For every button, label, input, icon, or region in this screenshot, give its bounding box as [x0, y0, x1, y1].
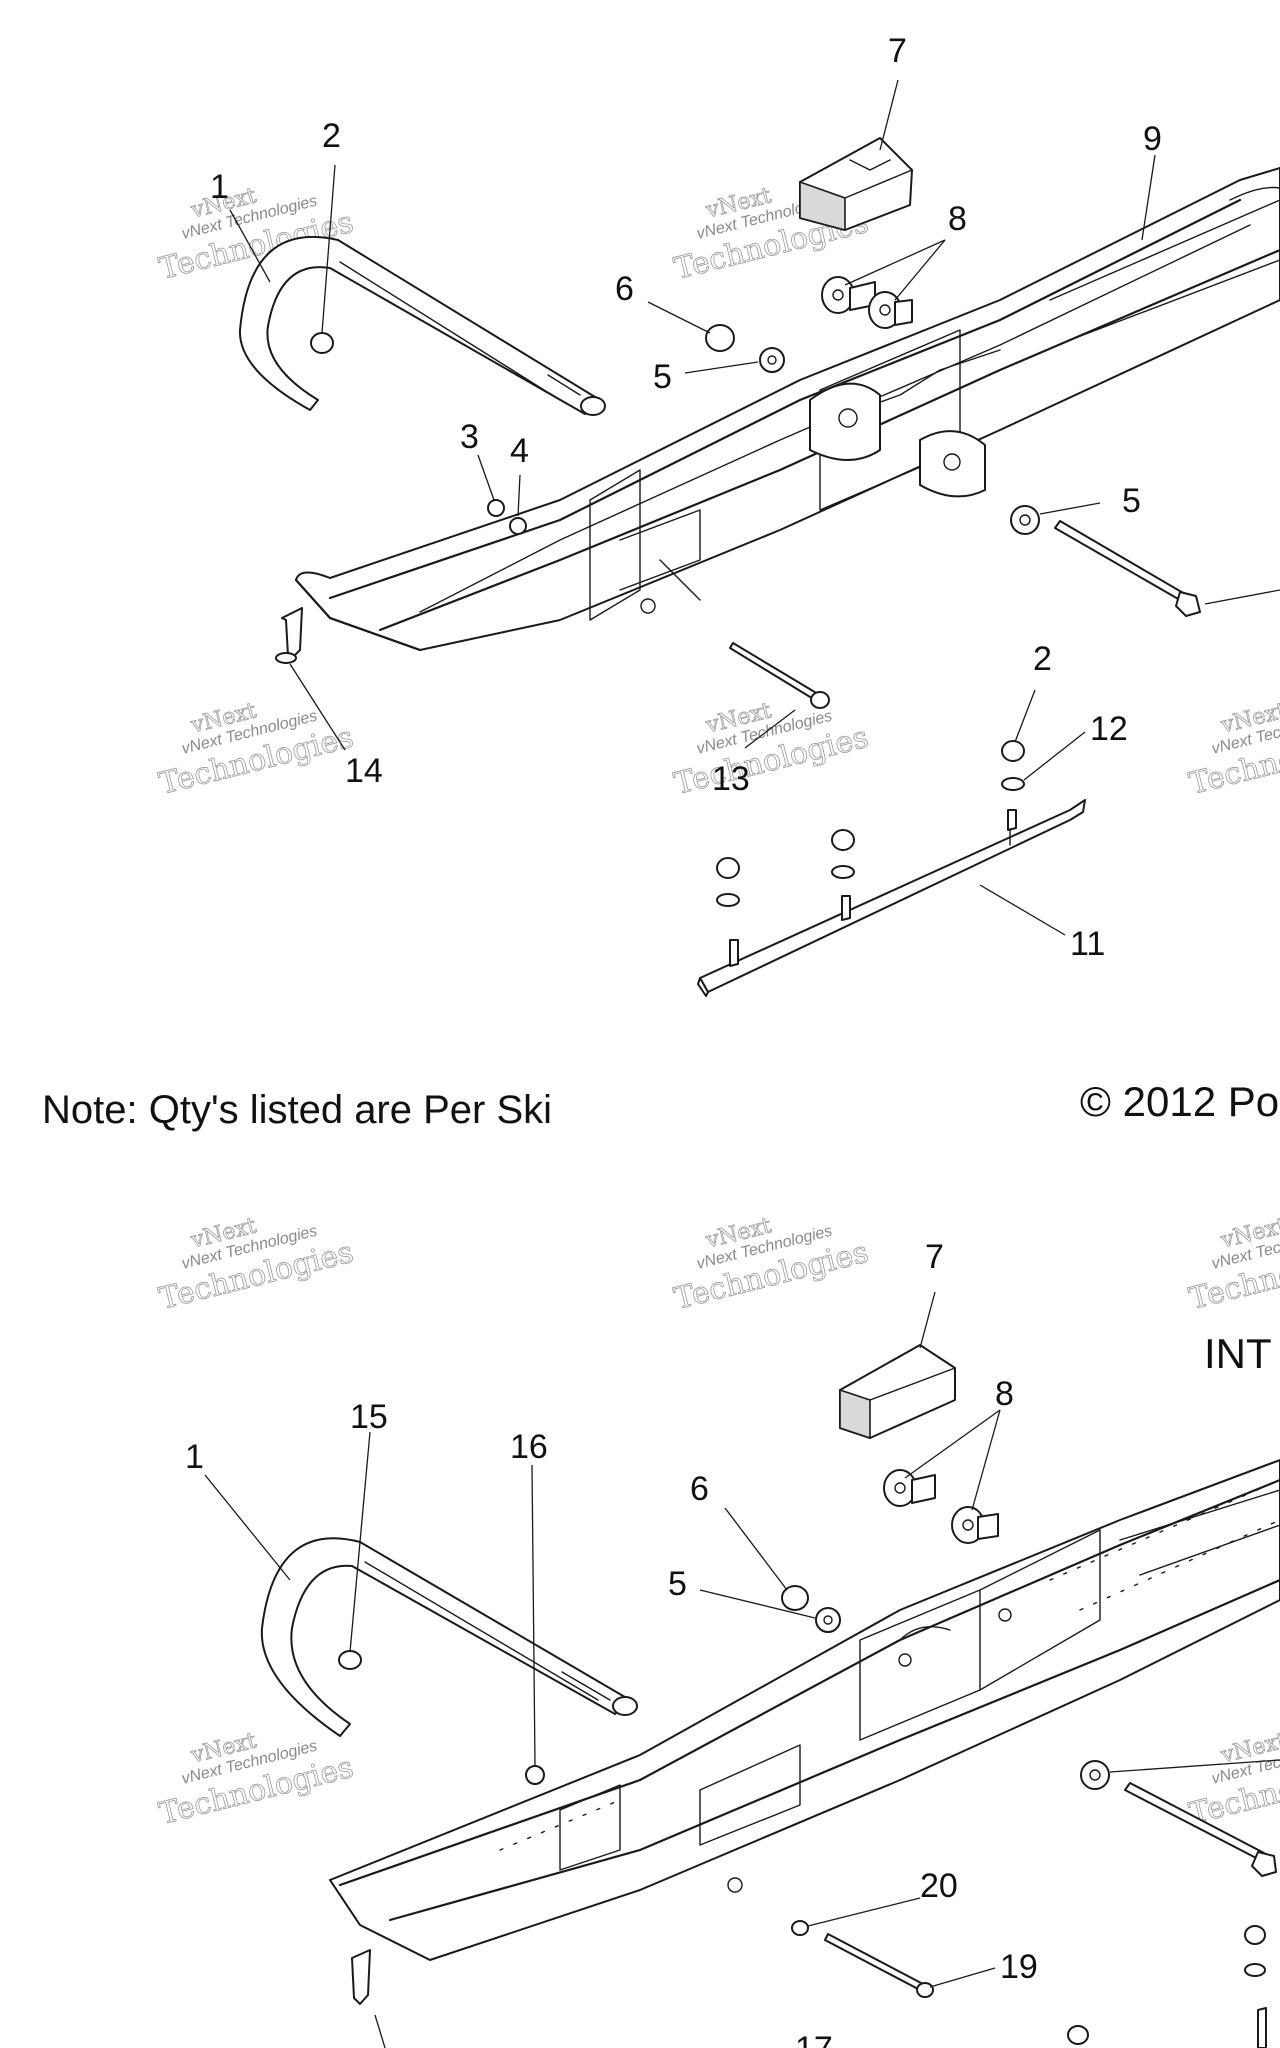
washer-part-12: [1001, 777, 1025, 791]
callout-label: 7: [888, 32, 907, 70]
watermark: vNext vNext Technologies Technologies: [1185, 698, 1280, 802]
callouts-bottom: 7 8 15 16 1 6 5 20 19 17: [185, 1238, 1038, 2048]
callout-label: 13: [712, 760, 750, 798]
washer-part-5b: [1010, 505, 1040, 535]
hardware-bottom: [351, 1585, 1277, 2048]
callout-label: 17: [795, 2030, 833, 2048]
watermark: vNext vNext Technologies Technologies: [670, 698, 872, 802]
watermark: vNext vNext Technologies Technologies: [1185, 1213, 1280, 1317]
callout-label: 8: [995, 1375, 1014, 1413]
washer-part-5: [759, 347, 785, 373]
nut-part-6: [781, 1585, 809, 1611]
callout-label: 5: [653, 358, 672, 396]
copyright-notice: © 2012 Po: [1080, 1078, 1280, 1125]
watermark: vNext vNext Technologies Technologies: [670, 1213, 872, 1317]
watermark: vNext vNext Technologies Technologies: [1185, 1728, 1280, 1832]
leader-lines-top: [229, 79, 1280, 936]
callouts-top: 1 2 7 9 8 6 5 3 4 5 2 12 13 14 11: [210, 32, 1162, 963]
bumper-part-7-top: [799, 137, 913, 232]
callout-label: 15: [350, 1398, 388, 1436]
leader-lines-bottom: [204, 1291, 1280, 2048]
callout-label: 16: [510, 1428, 548, 1466]
bushings-part-8-bottom: [883, 1469, 999, 1544]
callout-label: 9: [1143, 120, 1162, 158]
ski-loop-handle-bottom: [260, 1537, 638, 1737]
callout-label: 6: [615, 270, 634, 308]
watermark: vNext vNext Technologies Technologies: [670, 183, 872, 287]
callout-label: 8: [948, 200, 967, 238]
inset-label: INT: [1204, 1330, 1272, 1377]
nut-part-16: [525, 1765, 545, 1785]
callout-label: 20: [920, 1867, 958, 1905]
ski-loop-handle-top: [238, 235, 606, 416]
screw-part-17: [351, 1949, 371, 2005]
washer-bottom: [1080, 1760, 1110, 1790]
callout-label: 5: [1122, 482, 1141, 520]
bolt-part-10: [1054, 520, 1186, 601]
nut-part-2a: [310, 332, 334, 354]
callout-label: 4: [510, 432, 529, 470]
washer-part-5: [815, 1607, 841, 1633]
callout-label: 12: [1090, 710, 1128, 748]
callout-label: 19: [1000, 1948, 1038, 1986]
bushings-part-8-top: [821, 276, 913, 329]
callout-label: 1: [185, 1438, 204, 1476]
hardware-top: [275, 324, 1201, 791]
screw-part-14: [281, 607, 303, 659]
ski-body-top: [294, 167, 1280, 652]
bolt-part-13: [729, 642, 819, 701]
callout-label: 2: [322, 117, 341, 155]
nut-part-6: [705, 324, 735, 352]
callout-label: 2: [1033, 640, 1052, 678]
callout-label: 5: [668, 1565, 687, 1603]
carbide-runner-part-11: [697, 799, 1086, 997]
nut-part-3: [487, 499, 505, 517]
bolt-part-19: [824, 1933, 924, 1991]
callout-label: 11: [1070, 925, 1105, 963]
quantity-note: Note: Qty's listed are Per Ski: [42, 1088, 553, 1132]
callout-label: 7: [925, 1238, 944, 1276]
watermark: vNext vNext Technologies Technologies: [155, 698, 357, 802]
callout-label: 3: [460, 418, 479, 456]
washer-part-4: [509, 517, 527, 535]
bumper-part-7-bottom: [839, 1344, 956, 1440]
watermark: vNext vNext Technologies Technologies: [155, 1213, 357, 1317]
nut-part-2b: [1001, 740, 1025, 762]
washer-part-20: [791, 1920, 809, 1936]
callout-label: 6: [690, 1470, 709, 1508]
bottom-exploded-view: 7 8 15 16 1 6 5 20 19 17: [185, 1238, 1280, 2048]
callout-label: 14: [345, 752, 383, 790]
callout-label: 1: [210, 168, 229, 206]
top-exploded-view: 1 2 7 9 8 6 5 3 4 5 2 12 13 14 11: [210, 32, 1280, 997]
ski-body-bottom: [329, 1459, 1280, 1961]
